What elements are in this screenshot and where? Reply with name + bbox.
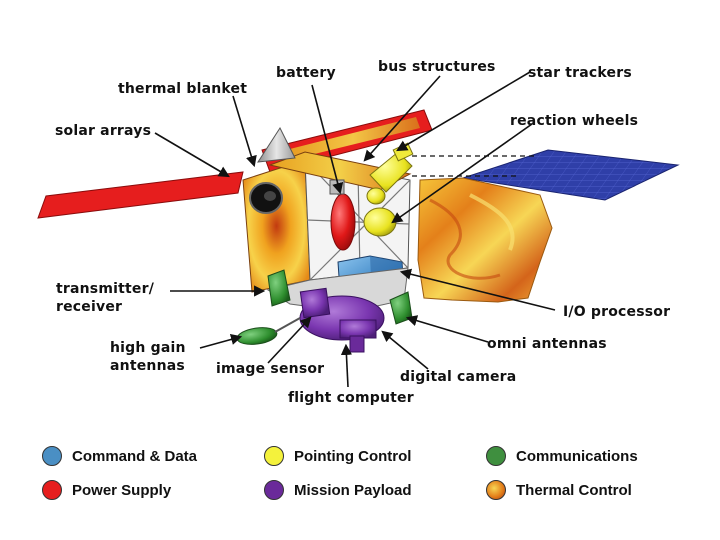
arrow-high-gain bbox=[199, 333, 243, 349]
star-tracker-shape bbox=[369, 151, 413, 193]
label-thermal-blanket: thermal blanket bbox=[118, 81, 248, 97]
arrow-reaction-wheels bbox=[391, 123, 533, 224]
legend-item-mission-payload: Mission Payload bbox=[264, 478, 412, 502]
arrow-digital-camera bbox=[381, 330, 429, 370]
solar-array-left bbox=[37, 171, 244, 219]
label-star-trackers: star trackers bbox=[528, 65, 632, 81]
command-data-swatch bbox=[42, 446, 62, 466]
legend-label: Mission Payload bbox=[294, 481, 412, 499]
label-omni-antennas: omni antennas bbox=[487, 336, 607, 352]
power-supply-swatch bbox=[42, 480, 62, 500]
thermal-panel-right bbox=[417, 177, 553, 303]
antenna-left bbox=[267, 269, 291, 307]
arrow-thermal-blanket bbox=[232, 95, 257, 168]
arrow-star-trackers bbox=[396, 71, 531, 152]
legend-label: Command & Data bbox=[72, 447, 198, 465]
label-solar-arrays: solar arrays bbox=[55, 123, 152, 139]
arrow-image-sensor bbox=[267, 316, 312, 364]
arrow-solar-arrays bbox=[154, 132, 230, 178]
solar-array-right bbox=[462, 149, 680, 201]
label-io-processor: I/O processor bbox=[563, 304, 671, 320]
arrow-io-processor bbox=[399, 268, 556, 311]
label-reaction-wheels: reaction wheels bbox=[510, 113, 639, 129]
mission-payload-swatch bbox=[264, 480, 284, 500]
legend-item-thermal-control: Thermal Control bbox=[486, 478, 632, 502]
label-high-gain-antennas: high gain antennas bbox=[110, 340, 186, 374]
communications-swatch bbox=[486, 446, 506, 466]
arrow-omni-antennas bbox=[405, 315, 489, 343]
legend-item-pointing-control: Pointing Control bbox=[264, 444, 411, 468]
label-battery: battery bbox=[276, 65, 336, 81]
reaction-wheel-2 bbox=[366, 187, 386, 205]
legend-label: Pointing Control bbox=[294, 447, 412, 465]
arrow-flight-computer bbox=[340, 343, 353, 388]
battery-shape bbox=[330, 193, 356, 251]
label-image-sensor: image sensor bbox=[216, 361, 325, 377]
label-digital-camera: digital camera bbox=[400, 369, 517, 385]
legend-label: Power Supply bbox=[72, 481, 172, 499]
legend-label: Thermal Control bbox=[516, 481, 632, 499]
label-bus-structures: bus structures bbox=[378, 59, 496, 75]
legend-item-power-supply: Power Supply bbox=[42, 478, 171, 502]
label-flight-computer: flight computer bbox=[288, 390, 414, 406]
thermal-control-swatch bbox=[486, 480, 506, 500]
arrow-bus-structures bbox=[363, 75, 441, 162]
label-transmitter-receiver: transmitter/ receiver bbox=[56, 281, 155, 315]
bus-body-left bbox=[242, 159, 311, 293]
reaction-wheel-1 bbox=[363, 207, 397, 237]
high-gain-antenna-dish bbox=[236, 327, 278, 345]
legend-item-command-data: Command & Data bbox=[42, 444, 197, 468]
pointing-control-swatch bbox=[264, 446, 284, 466]
legend-item-communications: Communications bbox=[486, 444, 638, 468]
arrow-battery bbox=[311, 84, 344, 195]
thermal-blanket-cone bbox=[257, 126, 296, 163]
legend-label: Communications bbox=[516, 447, 638, 465]
